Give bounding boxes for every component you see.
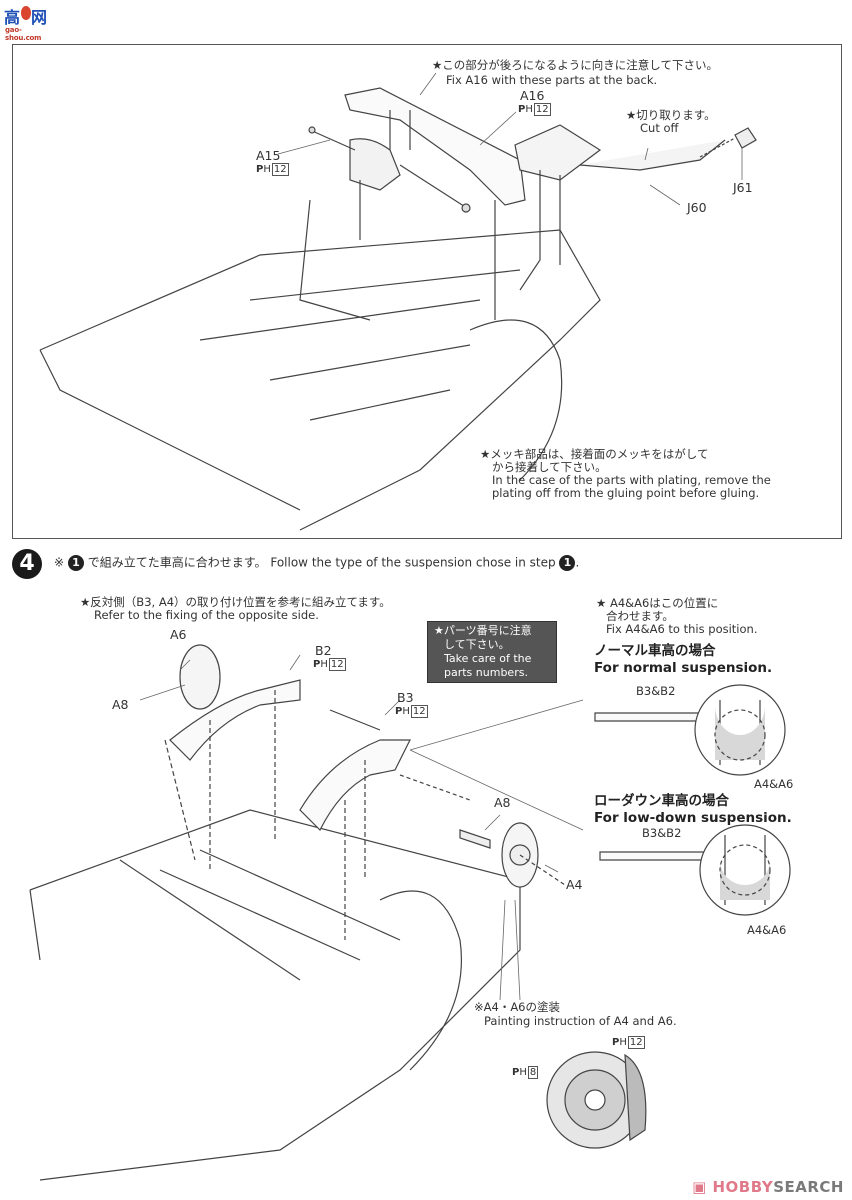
- hobbysearch-logo-icon: ▣: [692, 1178, 713, 1196]
- label-b2: B2: [315, 643, 332, 658]
- label-a8-left: A8: [112, 697, 129, 712]
- logo-emblem-icon: [21, 6, 31, 20]
- step4-header-en: Follow the type of the suspension chose …: [270, 555, 556, 570]
- lowdown-hub-label: A4&A6: [747, 923, 787, 937]
- inset-fix-en: Fix A4&A6 to this position.: [606, 622, 758, 636]
- plating-en-1: In the case of the parts with plating, r…: [492, 473, 771, 487]
- label-a6: A6: [170, 627, 187, 642]
- caution-en-2: parts numbers.: [444, 666, 528, 679]
- cutoff-en: Cut off: [640, 121, 679, 135]
- painting-title-en: Painting instruction of A4 and A6.: [484, 1014, 677, 1028]
- normal-hub-label: A4&A6: [754, 777, 794, 791]
- reference-mark: ※: [54, 555, 65, 570]
- label-j60: J60: [687, 200, 707, 215]
- step4-header-jp: で組み立てた車高に合わせます。: [87, 555, 267, 570]
- painting-title-jp: ※A4・A6の塗装: [474, 1000, 561, 1014]
- plating-jp-2: から接着して下さい。: [492, 460, 607, 474]
- plating-jp-1: ★メッキ部品は、接着面のメッキをはがして: [480, 447, 709, 461]
- logo-char-1: 高: [4, 8, 21, 27]
- label-j61: J61: [733, 180, 753, 195]
- normal-title-en: For normal suspension.: [594, 660, 773, 676]
- lowdown-hub-detail: [699, 824, 791, 916]
- step-ref-badge-end: 1: [559, 555, 576, 571]
- cutoff-jp: ★切り取ります。: [626, 108, 716, 122]
- step-ref-badge: 1: [67, 555, 84, 571]
- lowdown-title-jp: ローダウン車高の場合: [594, 793, 729, 809]
- note-back-jp: ★この部分が後ろになるように向きに注意して下さい。: [432, 58, 718, 72]
- lowdown-title-en: For low-down suspension.: [594, 810, 792, 826]
- caution-jp-2: して下さい。: [444, 638, 510, 651]
- part-b2: [169, 679, 301, 761]
- plating-en-2: plating off from the gluing point before…: [492, 486, 760, 500]
- normal-hub-detail: [694, 684, 786, 776]
- brand-a: HOBBY: [712, 1178, 774, 1196]
- normal-title-jp: ノーマル車高の場合: [594, 643, 716, 659]
- note-back-en: Fix A16 with these parts at the back.: [446, 73, 658, 87]
- hobbysearch-watermark: ▣ HOBBYSEARCH: [692, 1178, 844, 1196]
- part-b3: [299, 709, 411, 832]
- logo-char-2: 网: [31, 8, 48, 27]
- caution-note: ★パーツ番号に注意 して下さい。 Take care of the parts …: [427, 621, 557, 683]
- caution-en-1: Take care of the: [444, 652, 532, 665]
- lowdown-rod-label: B3&B2: [642, 826, 682, 840]
- step-number-badge: 4: [12, 549, 42, 579]
- opposite-side-jp: ★反対側（B3, A4）の取り付け位置を参考に組み立てます。: [80, 595, 391, 609]
- part-a6: [179, 644, 221, 710]
- normal-rod-label: B3&B2: [636, 684, 676, 698]
- label-a15: A15: [256, 148, 281, 163]
- rear-wheel-arch-upper: [469, 319, 563, 481]
- inset-fix-jp-2: 合わせます。: [606, 609, 674, 623]
- part-j61: [734, 127, 757, 149]
- label-a4: A4: [566, 877, 583, 892]
- logo-site-text: gao-shou.com: [5, 26, 42, 42]
- label-b3: B3: [397, 690, 414, 705]
- inset-fix-jp-1: ★ A4&A6はこの位置に: [596, 596, 719, 610]
- part-j60: [514, 124, 726, 181]
- opposite-side-en: Refer to the fixing of the opposite side…: [94, 608, 319, 622]
- brand-b: SEARCH: [773, 1178, 844, 1196]
- caution-jp-1: ★パーツ番号に注意: [434, 624, 532, 637]
- part-a15: [309, 129, 471, 211]
- step4-header: ※ 1 で組み立てた車高に合わせます。 Follow the type of t…: [54, 555, 580, 571]
- label-a16: A16: [520, 88, 545, 103]
- chassis-floor-lower: [29, 809, 521, 1181]
- label-a8-right: A8: [494, 795, 511, 810]
- part-a8-bolt: [459, 829, 491, 849]
- site-logo: 高 网 gao-shou.com: [4, 4, 48, 42]
- chassis-floor-upper: [39, 229, 601, 531]
- rear-wheel-arch-lower: [379, 890, 463, 1071]
